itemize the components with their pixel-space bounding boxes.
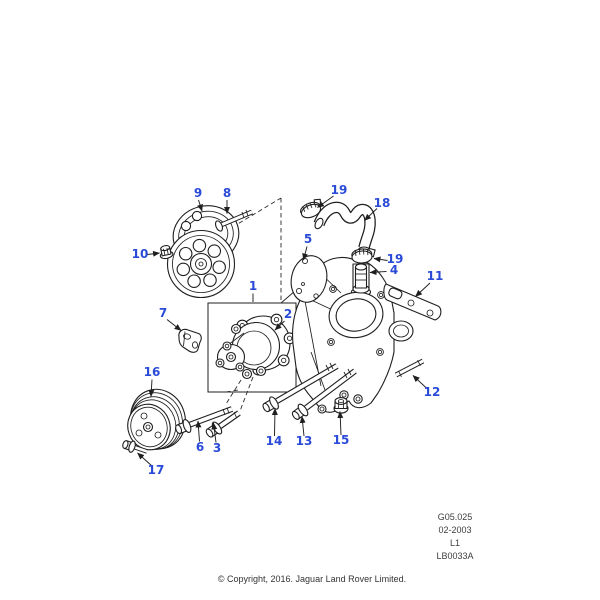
callout-12[interactable]: 12: [412, 375, 441, 400]
callout-number[interactable]: 8: [223, 186, 231, 200]
leader-line: [317, 195, 334, 208]
leader-line: [274, 320, 285, 331]
drawing-sheet: L1: [450, 538, 460, 548]
leader-line: [373, 256, 388, 263]
callout-7[interactable]: 7: [159, 306, 182, 331]
callout-14[interactable]: 14: [266, 408, 283, 449]
callout-number[interactable]: 1: [249, 279, 257, 293]
stud: [394, 358, 425, 378]
callout-8[interactable]: 8: [223, 186, 231, 214]
drawing-info-block: G05.025 02-2003 L1 LB0033A: [436, 512, 473, 561]
outlet-fitting: [352, 263, 370, 294]
callout-number[interactable]: 9: [194, 186, 202, 200]
callout-9[interactable]: 9: [194, 186, 203, 212]
callout-number[interactable]: 19: [387, 252, 404, 266]
leader-line: [369, 269, 387, 276]
callout-number[interactable]: 10: [132, 247, 149, 261]
bypass-hose: [313, 201, 376, 254]
callout-10[interactable]: 10: [132, 247, 160, 261]
callout-5[interactable]: 5: [302, 232, 313, 261]
callout-1[interactable]: 1: [249, 279, 257, 302]
copyright-text: © Copyright, 2016. Jaguar Land Rover Lim…: [218, 574, 406, 584]
callout-number[interactable]: 6: [196, 440, 204, 454]
leader-line: [197, 199, 203, 212]
callout-19-top[interactable]: 19: [317, 183, 348, 208]
housing-cover-plate: [290, 255, 328, 303]
callout-number[interactable]: 7: [159, 306, 167, 320]
drawing-date: 02-2003: [438, 525, 471, 535]
hose-clamp-top: [300, 198, 322, 219]
callout-18[interactable]: 18: [364, 196, 391, 221]
callout-number[interactable]: 2: [284, 307, 292, 321]
hose-clamp-bottom: [351, 247, 376, 264]
leader-line: [137, 452, 153, 467]
leader-line: [364, 208, 378, 221]
callout-19-bottom[interactable]: 19: [373, 252, 404, 266]
nut-15: [333, 397, 349, 414]
drawing-code: G05.025: [438, 512, 473, 522]
drawing-ref: LB0033A: [436, 551, 473, 561]
crank-pulley: [127, 388, 186, 451]
housing-bore: [328, 291, 384, 339]
projection-lines: [225, 197, 303, 304]
bracket-clip: [178, 328, 202, 353]
callouts: 9 8 19 18 10 5 19 4: [132, 183, 444, 477]
callout-number[interactable]: 16: [144, 365, 161, 379]
leader-line: [302, 246, 309, 261]
callout-number[interactable]: 15: [333, 433, 350, 447]
tensioner-bolt: [214, 209, 253, 232]
callout-17[interactable]: 17: [137, 452, 165, 477]
bolt-3: [205, 410, 241, 438]
callout-number[interactable]: 18: [374, 196, 391, 210]
water-pump: [215, 321, 281, 412]
callout-16[interactable]: 16: [144, 365, 161, 397]
callout-2[interactable]: 2: [274, 307, 292, 331]
callout-number[interactable]: 3: [213, 441, 221, 455]
leader-line: [299, 416, 306, 437]
leader-line: [271, 408, 278, 437]
outlet-gasket: [383, 283, 442, 321]
callout-number[interactable]: 11: [427, 269, 444, 283]
callout-number[interactable]: 12: [424, 385, 441, 399]
leader-line: [147, 250, 160, 257]
pulley-bolt: [122, 440, 148, 454]
leader-line: [211, 422, 218, 443]
leader-line: [337, 411, 344, 436]
callout-number[interactable]: 4: [390, 263, 398, 277]
callout-4[interactable]: 4: [369, 263, 398, 277]
callout-6[interactable]: 6: [195, 420, 204, 454]
leader-line: [415, 282, 431, 297]
leader-line: [195, 420, 202, 442]
callout-number[interactable]: 13: [296, 434, 313, 448]
callout-number[interactable]: 17: [148, 463, 165, 477]
tensioner-nut: [159, 245, 174, 260]
tensioner-pulley: [166, 205, 240, 299]
leader-line: [166, 319, 182, 331]
callout-number[interactable]: 14: [266, 434, 283, 448]
leader-line: [148, 379, 155, 397]
bolt-14: [262, 362, 339, 413]
callout-number[interactable]: 19: [331, 183, 348, 197]
housing-outlet: [388, 320, 414, 342]
callout-13[interactable]: 13: [296, 416, 313, 449]
callout-15[interactable]: 15: [333, 411, 350, 448]
callout-number[interactable]: 5: [304, 232, 312, 246]
bolt-13: [291, 368, 357, 420]
leader-line: [412, 375, 429, 390]
callout-11[interactable]: 11: [415, 269, 444, 297]
callout-3[interactable]: 3: [211, 422, 221, 455]
